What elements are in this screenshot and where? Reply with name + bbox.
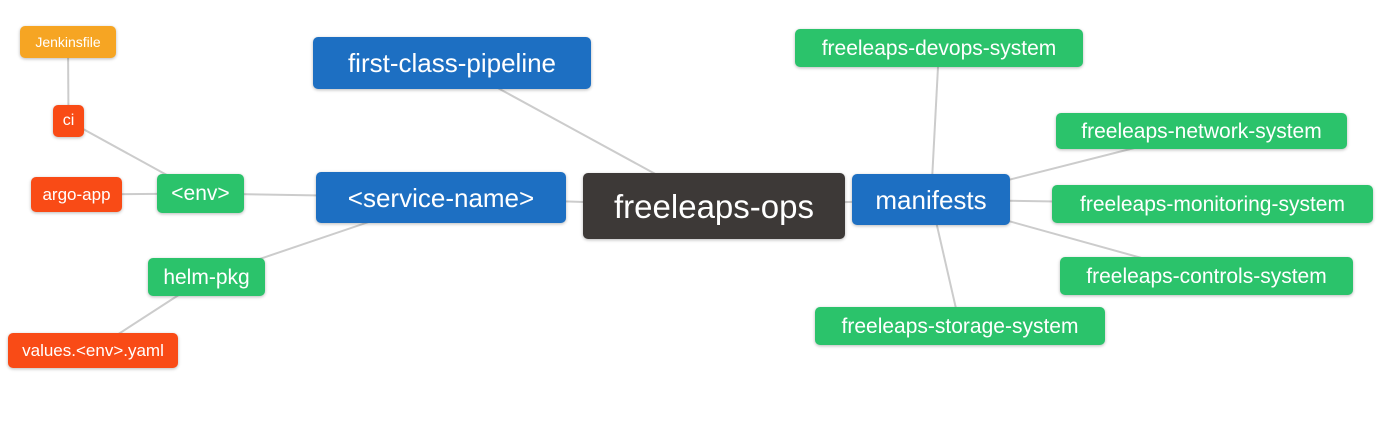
node-values-env-yaml[interactable]: values.<env>.yaml	[8, 333, 178, 368]
node-argo-app[interactable]: argo-app	[31, 177, 122, 212]
node-freeleaps-storage-system[interactable]: freeleaps-storage-system	[815, 307, 1105, 345]
node-freeleaps-monitoring-system[interactable]: freeleaps-monitoring-system	[1052, 185, 1373, 223]
node-manifests[interactable]: manifests	[852, 174, 1010, 225]
node-jenkinsfile[interactable]: Jenkinsfile	[20, 26, 116, 58]
node-service-name[interactable]: <service-name>	[316, 172, 566, 223]
node-freeleaps-devops-system[interactable]: freeleaps-devops-system	[795, 29, 1083, 67]
node-first-class-pipeline[interactable]: first-class-pipeline	[313, 37, 591, 89]
node-env[interactable]: <env>	[157, 174, 244, 213]
node-helm-pkg[interactable]: helm-pkg	[148, 258, 265, 296]
node-freeleaps-controls-system[interactable]: freeleaps-controls-system	[1060, 257, 1353, 295]
node-freeleaps-network-system[interactable]: freeleaps-network-system	[1056, 113, 1347, 149]
node-ci[interactable]: ci	[53, 105, 84, 137]
node-freeleaps-ops[interactable]: freeleaps-ops	[583, 173, 845, 239]
